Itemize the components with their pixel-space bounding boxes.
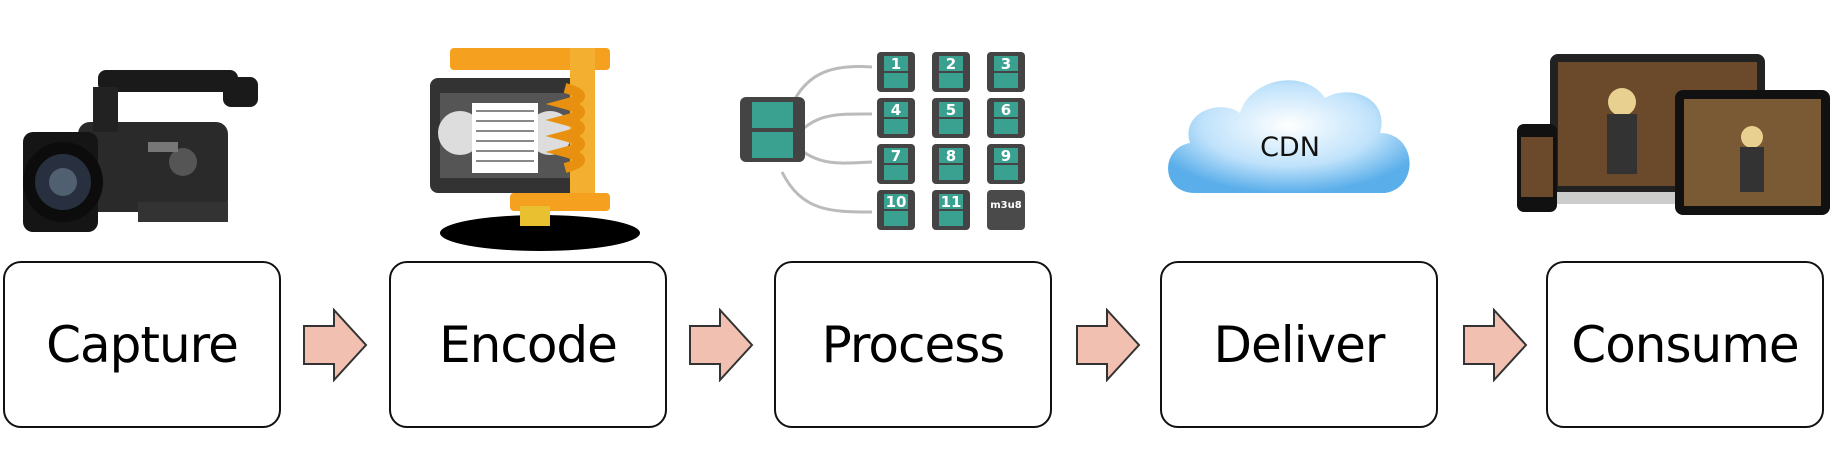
cloud-icon: CDN [1168,80,1410,193]
video-segment-icon: 9 [987,144,1025,184]
compressed-videotape-icon [430,48,640,251]
segment-number: 9 [1001,147,1011,165]
video-segment-icon: 6 [987,98,1025,138]
playlist-label: m3u8 [990,200,1021,211]
stage-process: Process [774,261,1052,428]
stage-label: Consume [1571,315,1799,374]
stage-label: Capture [46,315,239,374]
stage-label: Deliver [1213,315,1386,374]
video-segment-icon: 1 [877,52,915,92]
arrow-icon [1076,308,1141,382]
segment-number: 3 [1001,55,1011,73]
stage-label: Process [821,315,1006,374]
segment-number: 1 [891,55,901,73]
stage-label: Encode [439,315,618,374]
segment-number: 5 [946,101,956,119]
video-segment-icon: 4 [877,98,915,138]
video-segment-icon: 10 [877,190,915,230]
segment-number: 11 [941,193,962,211]
video-segment-icon: 7 [877,144,915,184]
cdn-label: CDN [1260,132,1320,163]
segment-number: 6 [1001,101,1011,119]
stage-deliver: Deliver [1160,261,1438,428]
video-segment-icon: 2 [932,52,970,92]
devices-icon [1517,54,1830,215]
stage-consume: Consume [1546,261,1824,428]
segment-number: 2 [946,55,956,73]
video-segment-icon: 5 [932,98,970,138]
segment-number: 7 [891,147,901,165]
playlist-file-icon: m3u8 [987,190,1025,230]
video-segment-icon: 8 [932,144,970,184]
video-camera-icon [23,70,258,232]
segment-number: 10 [886,193,907,211]
stage-capture: Capture [3,261,281,428]
arrow-icon [689,308,754,382]
segment-number: 8 [946,147,956,165]
source-video-icon [740,97,805,162]
video-segments-icon: 1 2 3 4 5 6 7 8 9 10 11 m3u8 [740,52,1025,230]
stage-encode: Encode [389,261,667,428]
segment-number: 4 [891,101,901,119]
video-segment-icon: 11 [932,190,970,230]
video-segment-icon: 3 [987,52,1025,92]
arrow-icon [303,308,368,382]
arrow-icon [1463,308,1528,382]
